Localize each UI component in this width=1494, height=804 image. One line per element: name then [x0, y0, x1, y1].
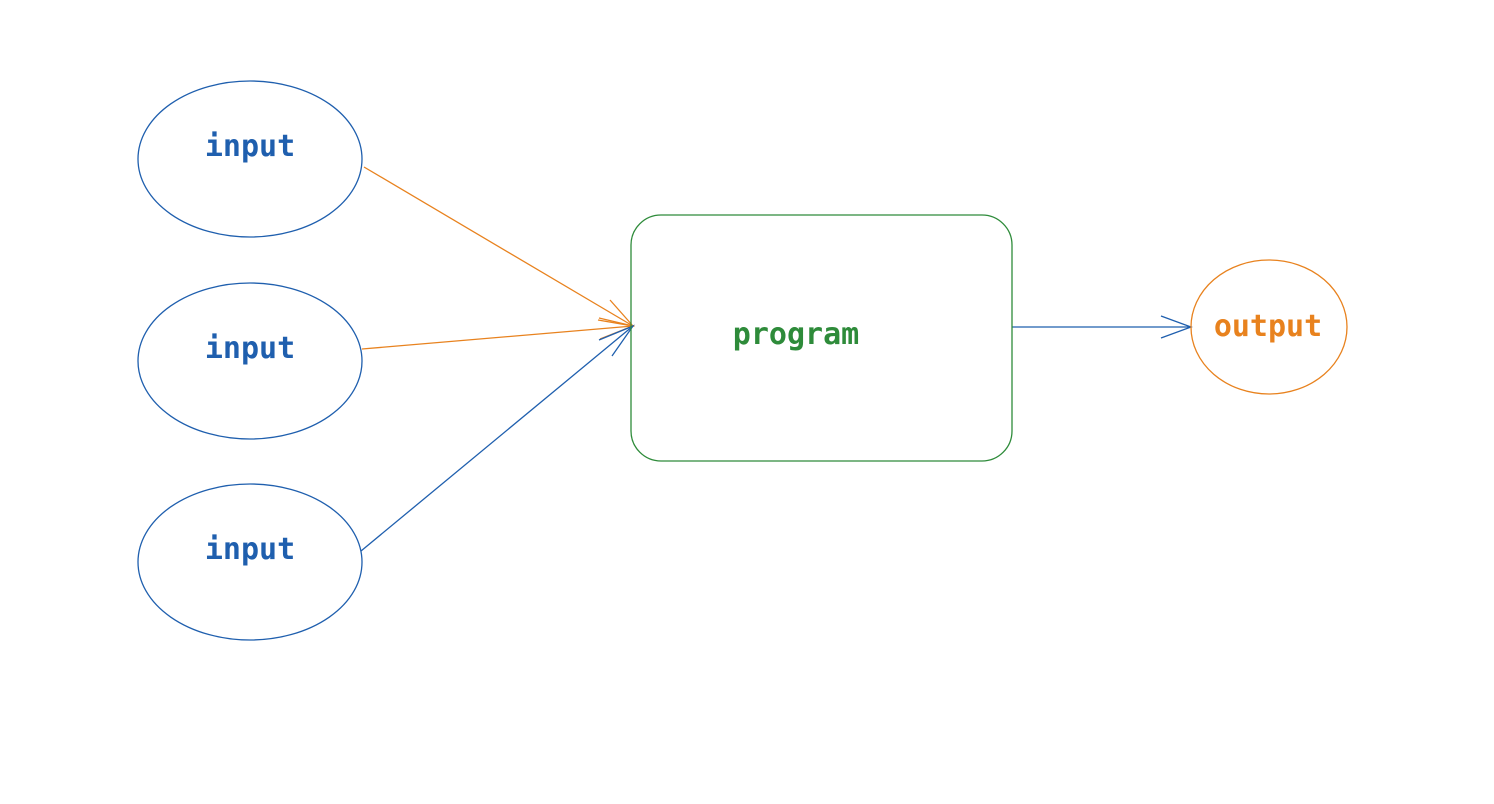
output-node-label: output [1214, 309, 1322, 344]
edge-program-to-output [1012, 315, 1193, 339]
program-node-shape [630, 214, 1013, 462]
input-node-1[interactable]: input [137, 80, 363, 238]
input-node-shape [137, 483, 363, 641]
arrowhead-icon [598, 324, 635, 357]
input-node-shape [137, 282, 363, 440]
edge-line [360, 325, 634, 552]
input-node-3[interactable]: input [137, 483, 363, 641]
input-node-label: input [205, 129, 295, 164]
edge-line [363, 166, 634, 327]
output-node-shape [1190, 259, 1348, 395]
input-node-shape [137, 80, 363, 238]
input-node-label: input [205, 532, 295, 567]
edge-input-3-to-program [360, 324, 635, 552]
edges [360, 166, 1193, 552]
output-node[interactable]: output [1190, 259, 1348, 395]
program-node-label: program [733, 317, 859, 352]
input-node-2[interactable]: input [137, 282, 363, 440]
input-node-label: input [205, 331, 295, 366]
edge-input-2-to-program [361, 317, 636, 350]
edge-input-1-to-program [363, 166, 635, 327]
edge-line [361, 325, 634, 350]
program-node[interactable]: program [630, 214, 1013, 462]
